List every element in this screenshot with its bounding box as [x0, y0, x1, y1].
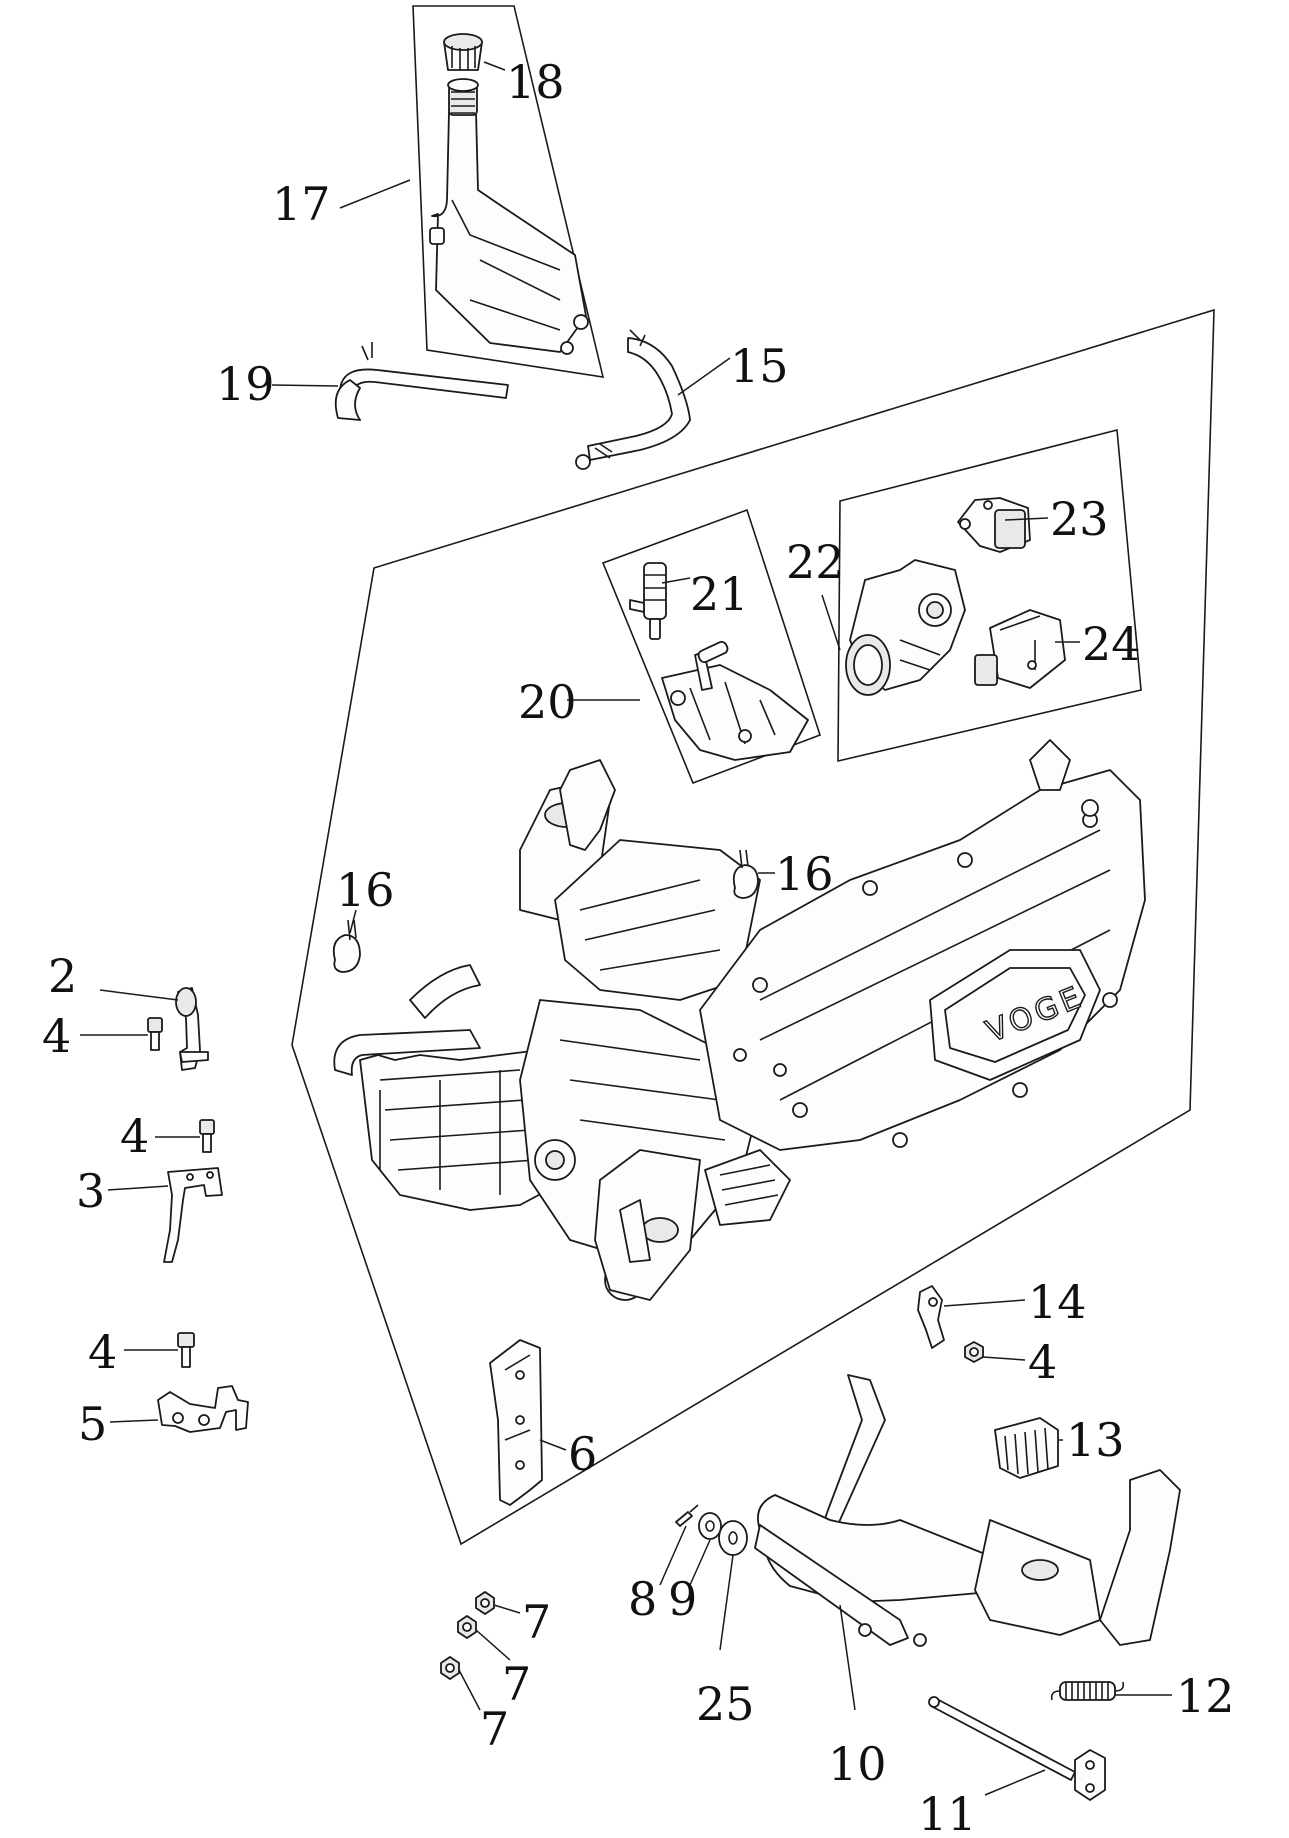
callout-labels: 18 17 19 15 21 22 23 24 20 16 16 2 4 4 3… — [42, 55, 1235, 1838]
coolant-hose-icon — [575, 329, 691, 470]
u-bracket-icon — [157, 1385, 249, 1433]
pivot-shaft-icon — [928, 1696, 1106, 1801]
leader-lines — [80, 61, 1172, 1796]
fuel-injector-icon — [629, 562, 667, 640]
callout-23: 23 — [1050, 492, 1109, 546]
engine-group-frame — [291, 308, 1215, 1546]
cotter-pin-icon — [675, 1504, 699, 1527]
callout-4-a: 4 — [42, 1009, 71, 1063]
callout-22: 22 — [786, 535, 845, 589]
hose-clamp-icon — [332, 919, 361, 973]
callout-16-left: 16 — [336, 863, 395, 917]
hose-clamp-icon-2 — [732, 849, 759, 899]
callout-11: 11 — [918, 1787, 977, 1838]
callout-24: 24 — [1082, 617, 1141, 671]
injector-housing-icon — [661, 640, 809, 761]
ecu-module-icon — [974, 609, 1066, 689]
throttle-body-group-frame — [837, 428, 1142, 763]
return-spring-icon — [1050, 1681, 1125, 1701]
flange-nut-icon — [475, 1590, 495, 1616]
support-plate-icon — [489, 1339, 543, 1506]
bolt-icon — [147, 1017, 163, 1051]
callout-13: 13 — [1066, 1413, 1125, 1467]
callout-4-c: 4 — [88, 1325, 117, 1379]
callout-9: 9 — [668, 1572, 697, 1626]
callout-7-a: 7 — [522, 1595, 551, 1649]
callout-21: 21 — [690, 567, 749, 621]
hose-icon — [334, 342, 509, 421]
callout-7-c: 7 — [480, 1702, 509, 1756]
sensor-clip-icon — [917, 1285, 945, 1349]
callout-16-right: 16 — [775, 847, 834, 901]
callout-7-b: 7 — [502, 1657, 531, 1711]
l-bracket-icon — [163, 1167, 223, 1263]
callout-4-d: 4 — [1028, 1335, 1057, 1389]
callout-5: 5 — [78, 1397, 107, 1451]
washer-icon-2 — [718, 1520, 748, 1556]
bolt-icon-2 — [199, 1119, 215, 1153]
callout-25: 25 — [696, 1677, 755, 1731]
callout-18: 18 — [506, 55, 565, 109]
center-stand-icon — [754, 1374, 1181, 1647]
callout-17: 17 — [272, 177, 331, 231]
nut-icon — [964, 1340, 984, 1364]
mount-bracket-icon — [175, 987, 209, 1071]
callout-15: 15 — [730, 339, 789, 393]
engine-assembly-icon: VOGE — [333, 739, 1146, 1301]
reservoir-group-frame — [412, 5, 605, 378]
throttle-body-icon — [845, 559, 966, 696]
throttle-sensor-icon — [957, 497, 1031, 553]
bolt-icon-3 — [177, 1332, 195, 1368]
callout-10: 10 — [828, 1737, 887, 1791]
callout-8: 8 — [628, 1572, 657, 1626]
injector-group-frame — [601, 508, 821, 785]
callout-6: 6 — [568, 1427, 597, 1481]
callout-4-b: 4 — [120, 1109, 149, 1163]
callout-12: 12 — [1176, 1669, 1235, 1723]
callout-14: 14 — [1028, 1275, 1087, 1329]
callout-20: 20 — [518, 675, 577, 729]
callout-2: 2 — [48, 949, 77, 1003]
flange-nut-icon-2 — [457, 1614, 477, 1640]
coolant-reservoir-icon — [429, 78, 589, 355]
flange-nut-icon-3 — [440, 1655, 460, 1681]
callout-19: 19 — [216, 357, 275, 411]
washer-icon — [698, 1512, 722, 1540]
rubber-block-icon — [994, 1417, 1059, 1479]
callout-3: 3 — [76, 1164, 105, 1218]
reservoir-cap-icon — [443, 33, 483, 71]
